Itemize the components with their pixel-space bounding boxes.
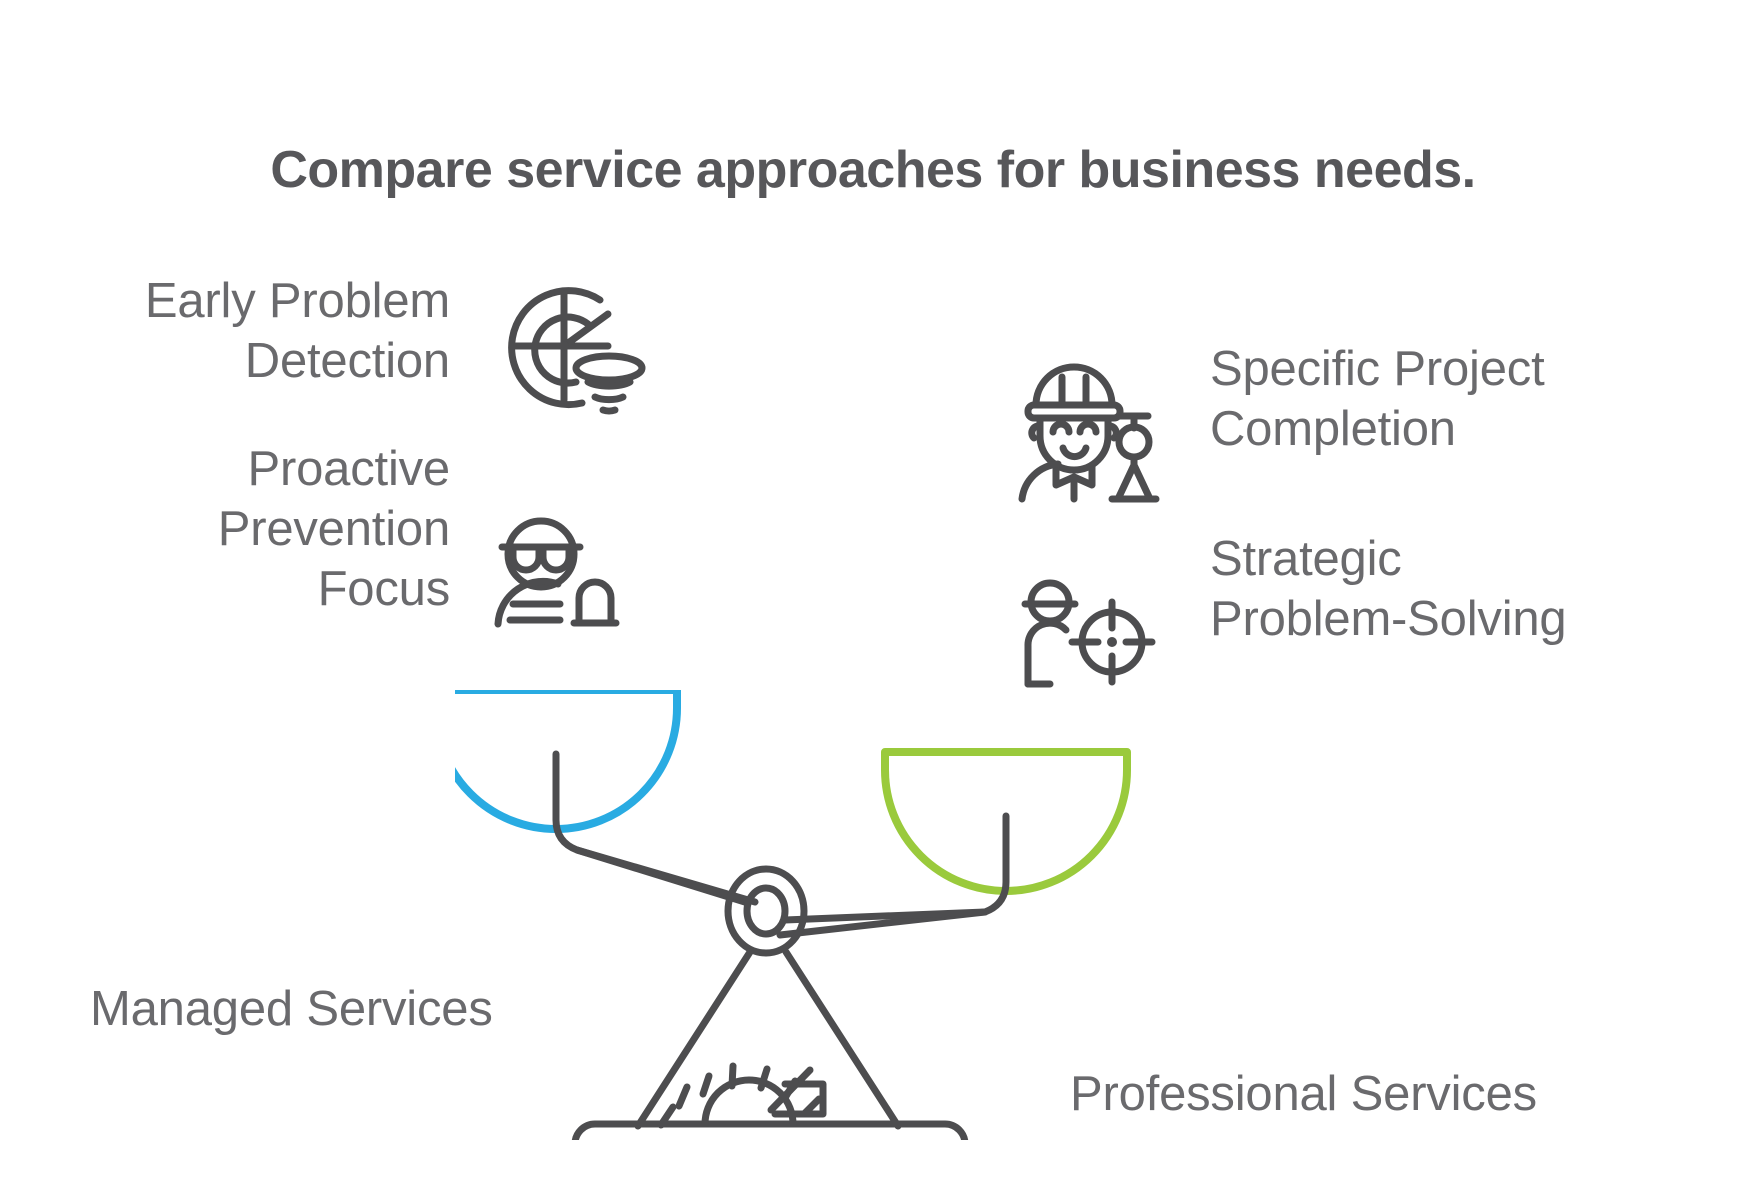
page-title: Compare service approaches for business … <box>270 141 1476 199</box>
benefit-label-line: Focus <box>317 561 451 616</box>
benefit-label-proactive-prevention-focus: Proactive Prevention Focus <box>30 440 450 619</box>
category-label-managed-services: Managed Services <box>90 982 493 1036</box>
benefit-label-line: Prevention <box>217 501 450 556</box>
scale-gauge <box>657 1062 827 1129</box>
benefit-label-line: Strategic <box>1210 532 1402 586</box>
radar-tornado-icon <box>496 276 646 426</box>
benefit-label-line: Problem-Solving <box>1210 591 1567 646</box>
benefit-label-line: Specific Project <box>1210 342 1545 396</box>
benefit-label-specific-project-completion: Specific Project Completion <box>1210 340 1730 460</box>
category-label-professional-services: Professional Services <box>1070 1067 1537 1121</box>
watchman-alert-icon <box>494 516 636 628</box>
benefit-label-line: Proactive <box>247 442 451 496</box>
benefit-label-strategic-problem-solving: Strategic Problem-Solving <box>1210 530 1730 650</box>
scale-pivot-inner <box>743 884 789 938</box>
scale-base <box>571 1120 969 1168</box>
benefit-label-line: Early Problem <box>144 274 450 328</box>
person-crosshair-icon <box>1020 579 1160 690</box>
benefit-label-line: Detection <box>244 333 450 388</box>
engineer-surveyor-icon <box>1018 363 1160 503</box>
scale-pan-right <box>881 748 1131 895</box>
scale-beam-left <box>573 846 759 906</box>
benefit-label-early-problem-detection: Early Problem Detection <box>30 272 450 392</box>
benefit-label-line: Completion <box>1210 401 1456 456</box>
balance-scale <box>431 686 1255 1168</box>
scale-beam-right <box>781 908 989 924</box>
scale-pan-left <box>431 686 681 833</box>
scale-pivot-outer <box>724 865 808 957</box>
